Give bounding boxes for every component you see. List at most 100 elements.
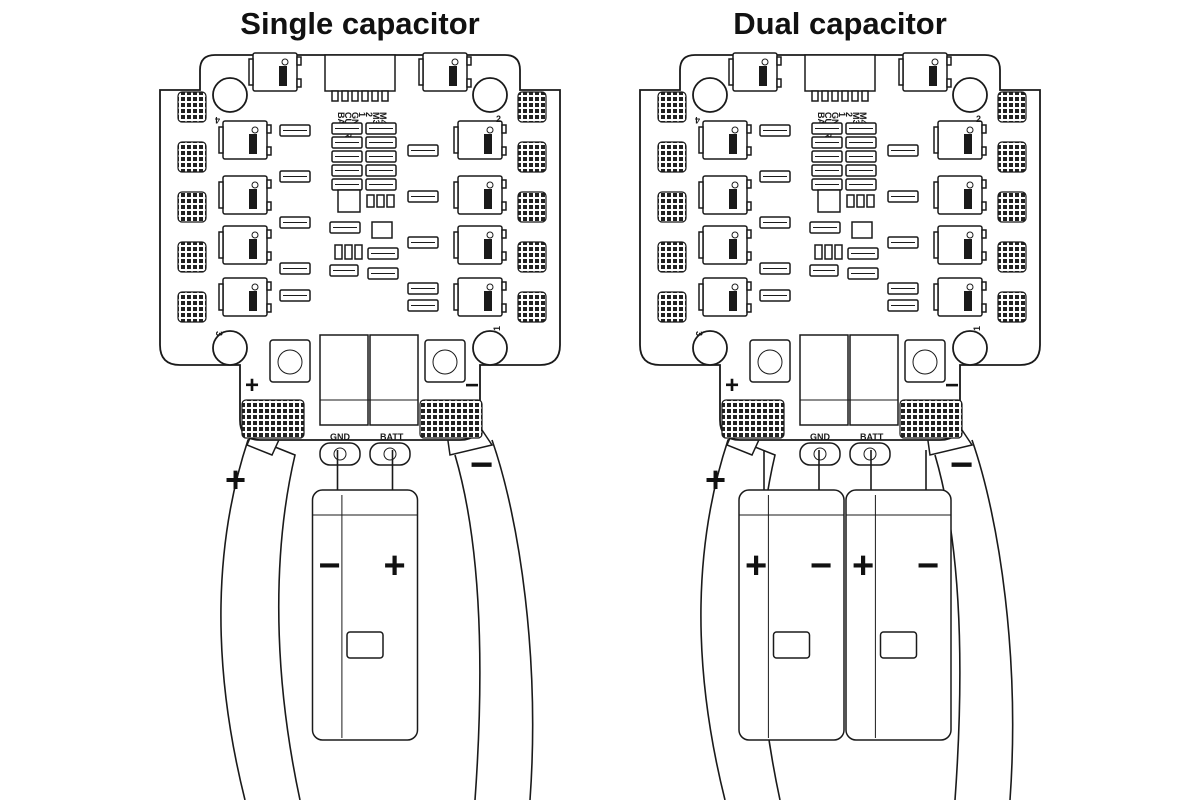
connector-pin-label: M4 [378,112,388,125]
motor-number-label: 3 [694,331,704,336]
mounting-hole [212,77,248,113]
solder-pad [177,141,207,173]
regulator-chip [269,339,311,383]
mosfet-body [937,175,983,215]
regulator-top [757,349,783,375]
motor-number-label: 3 [214,331,224,336]
mounting-hole [212,330,248,366]
small-passive [856,194,865,208]
ic-chip [337,189,361,213]
solder-pad [997,241,1027,273]
capacitor-sign-left: − [319,545,341,587]
mosfet-logo-mark [761,58,769,66]
board-minus-mark: − [945,372,959,399]
motor-number-label: 1 [492,326,502,331]
solder-pad [177,91,207,123]
mosfet-chip [218,225,272,265]
mosfet-body [222,175,268,215]
mosfet-pin [776,78,782,88]
mosfet-body [422,52,468,92]
small-passive [334,244,343,260]
gnd-label: GND [330,432,351,442]
mosfet-body [702,175,748,215]
mosfet-logo-mark [731,181,739,189]
mosfet-chip [933,277,987,317]
mosfet-chip [453,175,507,215]
small-passive [344,244,353,260]
mosfet-logo-mark [486,231,494,239]
mosfet-logo-mark [731,231,739,239]
mosfet-chip [698,175,752,215]
connector-pin [831,90,839,102]
mosfet-pin [746,146,752,156]
mosfet-tab [933,181,939,209]
batt-hole [383,447,397,461]
batt-pad [369,442,411,466]
capacitor-sign-left: + [745,545,767,587]
connector-pin [371,90,379,102]
ic-chip [851,221,873,239]
mosfet-marking [249,291,257,311]
negative-wire-outer [971,439,1014,800]
mosfet-pin [746,201,752,211]
small-passive [866,194,875,208]
solder-pad [899,399,963,439]
mosfet-tab [453,231,459,259]
small-passive [376,194,385,208]
bus-bar [799,334,849,426]
mosfet-tab [453,181,459,209]
connector-housing [324,54,396,92]
mosfet-chip [248,52,302,92]
solder-pad [657,241,687,273]
capacitor-label [772,631,811,659]
mosfet-pin [981,229,987,239]
motor-number-label: 2 [496,114,501,124]
mosfet-logo-mark [966,126,974,134]
bus-bar [319,334,369,426]
mosfet-marking [964,291,972,311]
mosfet-body [702,225,748,265]
mosfet-pin [981,251,987,261]
connector-pin-label: 1 [837,112,847,117]
mosfet-logo-mark [251,181,259,189]
batt-hole [863,447,877,461]
mosfet-logo-mark [281,58,289,66]
mosfet-pin [266,229,272,239]
solder-pad [657,141,687,173]
mosfet-pin [501,251,507,261]
mosfet-pin [501,124,507,134]
mosfet-logo-mark [251,231,259,239]
mosfet-marking [729,239,737,259]
mosfet-chip [453,225,507,265]
mosfet-logo-mark [251,126,259,134]
solder-pad [241,399,305,439]
mosfet-pin [296,78,302,88]
mosfet-pin [501,229,507,239]
mosfet-logo-mark [966,231,974,239]
small-passive [354,244,363,260]
capacitor-sign-right: − [810,545,832,587]
batt-pad [849,442,891,466]
gnd-hole [813,447,827,461]
mosfet-tab [218,283,224,311]
solder-pad [657,191,687,223]
mosfet-body [457,277,503,317]
mosfet-logo-mark [486,283,494,291]
connector-housing [804,54,876,92]
mosfet-body [937,277,983,317]
mosfet-chip [698,277,752,317]
regulator-chip [904,339,946,383]
connector-pin [841,90,849,102]
wire-positive-sign: + [705,459,726,500]
mosfet-pin [266,179,272,189]
regulator-top [277,349,303,375]
connector-pin-label: BAT [336,112,346,130]
mosfet-marking [249,189,257,209]
mosfet-body [252,52,298,92]
bus-bar [369,334,419,426]
mosfet-pin [266,124,272,134]
mosfet-tab [698,126,704,154]
mosfet-body [457,175,503,215]
